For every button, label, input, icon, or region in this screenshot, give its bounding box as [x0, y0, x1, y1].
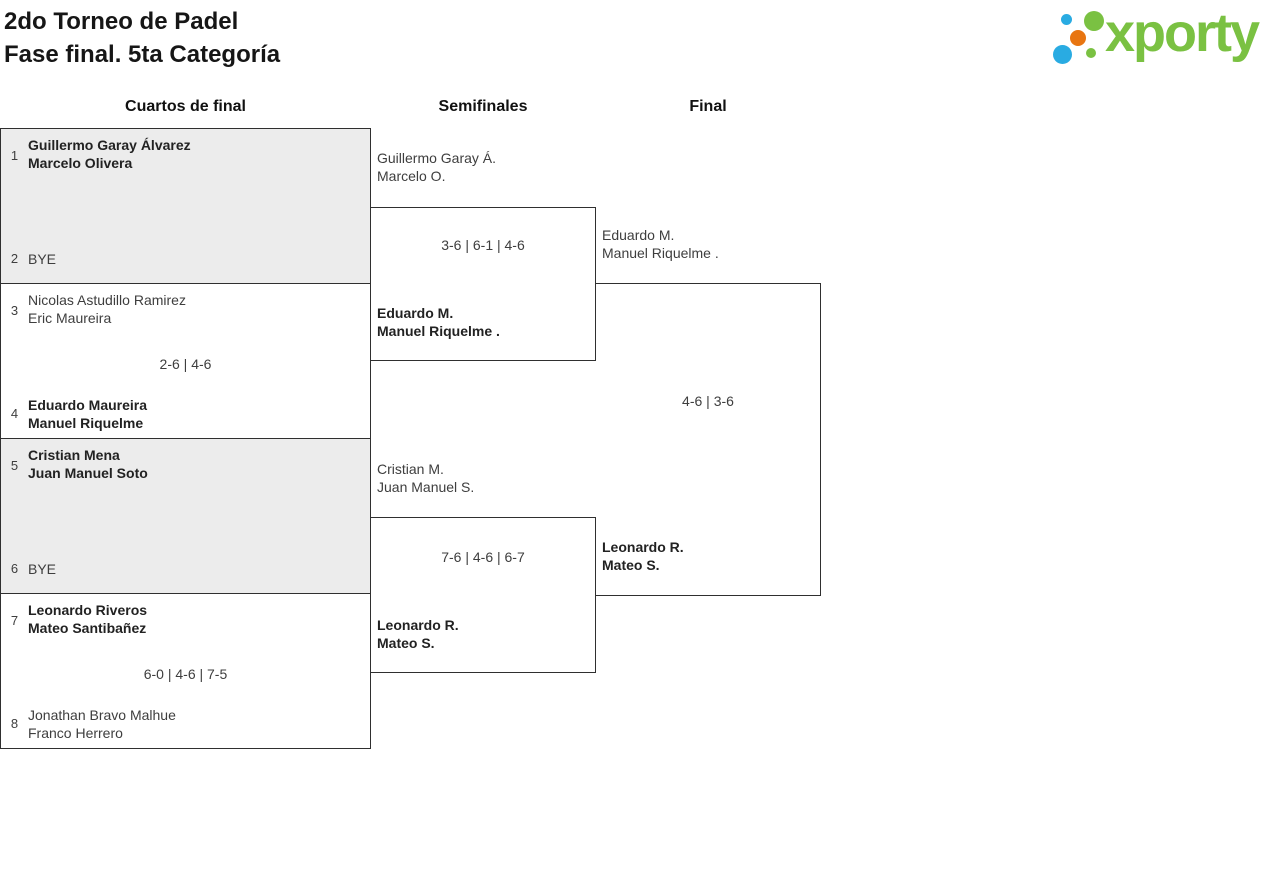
team-name: BYE [28, 240, 56, 278]
team-name: Leonardo Riveros Mateo Santibañez [28, 601, 147, 637]
final-team-top: Eduardo M. Manuel Riquelme . [602, 226, 719, 262]
seed-number: 8 [10, 716, 19, 731]
match-score: 6-0 | 4-6 | 7-5 [143, 666, 228, 682]
seed-number: 6 [10, 561, 19, 576]
player-name: Manuel Riquelme . [377, 323, 500, 339]
seed-number: 4 [10, 406, 19, 421]
player-name: Franco Herrero [28, 725, 123, 741]
logo-dot-blue-small-icon [1061, 14, 1072, 25]
player-name: BYE [28, 251, 57, 267]
tournament-title-line1: 2do Torneo de Padel [4, 8, 239, 35]
player-name: Leonardo R. [602, 539, 684, 555]
logo-wordmark: xporty [1105, 3, 1260, 63]
team-name: Guillermo Garay Álvarez Marcelo Olivera [28, 136, 191, 172]
player-name: Manuel Riquelme [28, 415, 144, 431]
player-name: Juan Manuel Soto [28, 465, 148, 481]
player-name: BYE [28, 561, 57, 577]
team-name: Jonathan Bravo Malhue Franco Herrero [28, 705, 176, 743]
player-name: Mateo S. [377, 635, 435, 651]
player-name: Eduardo Maureira [28, 397, 148, 413]
seed-number: 7 [10, 613, 19, 628]
sf2-team-top: Cristian M. Juan Manuel S. [377, 460, 474, 496]
player-name: Eric Maureira [28, 310, 112, 326]
player-name: Juan Manuel S. [377, 479, 475, 495]
logo-dot-orange-icon [1070, 30, 1086, 46]
logo-dot-green-large-icon [1084, 11, 1104, 31]
round-header-semifinals: Semifinales [438, 98, 528, 115]
final-winner: Leonardo R. Mateo S. [602, 538, 684, 574]
player-name: Marcelo O. [377, 168, 446, 184]
sf1-team-top: Guillermo Garay Á. Marcelo O. [377, 149, 496, 185]
qf-match-1: 1 Guillermo Garay Álvarez Marcelo Oliver… [0, 128, 371, 284]
final-score: 4-6 | 3-6 [682, 393, 734, 409]
player-name: Marcelo Olivera [28, 155, 133, 171]
tournament-title-line2: Fase final. 5ta Categoría [4, 41, 281, 68]
player-name: Cristian Mena [28, 447, 120, 463]
player-name: Eduardo M. [377, 305, 454, 321]
player-name: Mateo S. [602, 557, 660, 573]
player-name: Guillermo Garay Álvarez [28, 137, 191, 153]
sf-match-1-box [370, 207, 596, 361]
seed-number: 5 [10, 458, 19, 473]
player-name: Leonardo R. [377, 617, 459, 633]
sf2-score: 7-6 | 4-6 | 6-7 [441, 549, 525, 565]
logo-dot-blue-large-icon [1053, 45, 1072, 64]
qf-match-4: 7 Leonardo Riveros Mateo Santibañez 6-0 … [0, 593, 371, 749]
logo-dot-green-small-icon [1086, 48, 1096, 58]
team-name: Eduardo Maureira Manuel Riquelme [28, 395, 147, 433]
player-name: Manuel Riquelme . [602, 245, 719, 261]
seed-number: 1 [10, 148, 19, 163]
team-name: BYE [28, 550, 56, 588]
player-name: Eduardo M. [602, 227, 675, 243]
sf1-score: 3-6 | 6-1 | 4-6 [441, 237, 525, 253]
sf2-winner: Leonardo R. Mateo S. [377, 616, 459, 652]
player-name: Nicolas Astudillo Ramirez [28, 292, 186, 308]
final-match-box [595, 283, 821, 596]
qf-match-2: 3 Nicolas Astudillo Ramirez Eric Maureir… [0, 283, 371, 439]
team-name: Nicolas Astudillo Ramirez Eric Maureira [28, 291, 186, 327]
sf1-winner: Eduardo M. Manuel Riquelme . [377, 304, 500, 340]
qf-match-3: 5 Cristian Mena Juan Manuel Soto 6 BYE [0, 438, 371, 594]
player-name: Mateo Santibañez [28, 620, 147, 636]
xporty-logo: xporty [1045, 0, 1280, 70]
player-name: Leonardo Riveros [28, 602, 148, 618]
player-name: Guillermo Garay Á. [377, 150, 497, 166]
round-header-final: Final [689, 98, 727, 115]
seed-number: 3 [10, 303, 19, 318]
player-name: Jonathan Bravo Malhue [28, 707, 176, 723]
seed-number: 2 [10, 251, 19, 266]
match-score: 2-6 | 4-6 [159, 356, 212, 372]
player-name: Cristian M. [377, 461, 444, 477]
team-name: Cristian Mena Juan Manuel Soto [28, 446, 148, 482]
round-header-quarterfinals: Cuartos de final [125, 98, 246, 115]
tournament-title: 2do Torneo de Padel Fase final. 5ta Cate… [4, 5, 280, 71]
